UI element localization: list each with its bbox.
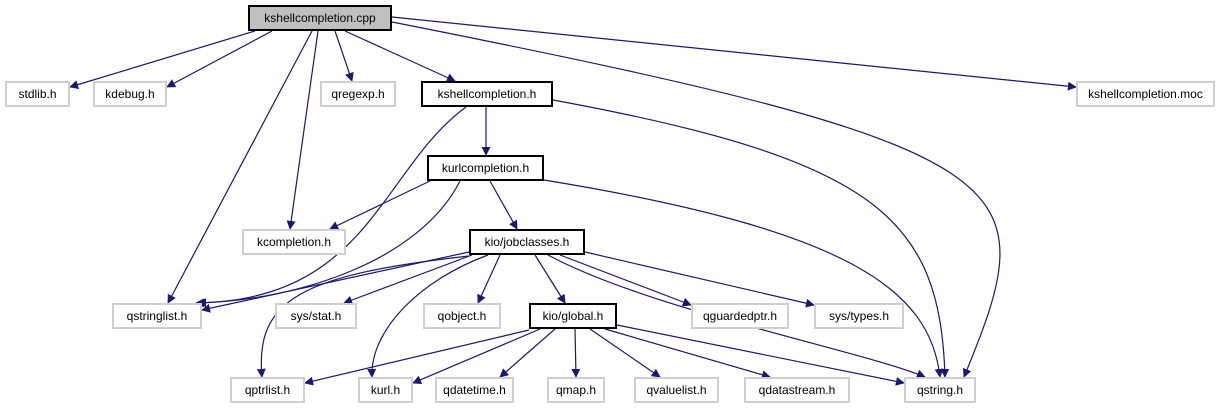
node-kurlcompletion-h[interactable]: kurlcompletion.h (427, 155, 544, 181)
node-kshellcompletion-moc: kshellcompletion.moc (1076, 81, 1215, 107)
node-sys-types-h: sys/types.h (814, 303, 904, 329)
node-qstring-h: qstring.h (904, 377, 976, 403)
node-kurl-h: kurl.h (358, 377, 413, 403)
edge-kurlcomp-to-jobclasses (489, 180, 518, 230)
edge-kioglobal-to-qmap (571, 328, 581, 378)
edge-root-to-qregexp (334, 30, 354, 82)
edge-kurlcomp-to-qstring (543, 179, 944, 378)
node-qptrlist-h: qptrlist.h (230, 377, 305, 403)
edge-jobclasses-to-qguarded (559, 254, 692, 307)
node-qvaluelist-h: qvaluelist.h (634, 377, 719, 403)
edge-jobclasses-to-qptrlist (256, 255, 470, 378)
edge-jobclasses-to-qobject (477, 254, 501, 304)
edge-root-to-moc (391, 16, 1077, 91)
edge-kioglobal-to-qdatetime (499, 328, 556, 378)
node-qstringlist-h: qstringlist.h (112, 303, 202, 329)
edge-kioglobal-to-qptrlist (304, 329, 530, 386)
edge-root-to-kcomp (286, 30, 319, 230)
node-sys-stat-h: sys/stat.h (275, 303, 357, 329)
edge-root-to-kdebug (166, 30, 273, 88)
node-qmap-h: qmap.h (547, 377, 605, 403)
edge-root-to-qstringlist (167, 30, 313, 304)
edge-kioglobal-to-qvaluelist (589, 328, 661, 378)
edge-kurlcomp-to-qstringlist (197, 180, 461, 308)
edge-kshellh-to-qstring (552, 99, 950, 378)
node-kcompletion-h: kcompletion.h (242, 229, 346, 255)
edge-jobclasses-to-kurl (367, 254, 489, 378)
node-qregexp-h: qregexp.h (320, 81, 396, 107)
node-kio-jobclasses-h[interactable]: kio/jobclasses.h (469, 229, 585, 255)
edge-jobclasses-to-sysstat (343, 254, 473, 305)
node-qdatetime-h: qdatetime.h (435, 377, 514, 403)
edge-jobclasses-to-kioglobal (534, 254, 566, 304)
node-qdatastream-h: qdatastream.h (744, 377, 850, 403)
edge-kurlcomp-to-kcomp (329, 180, 431, 230)
edge-kioglobal-to-qstring (616, 324, 905, 386)
edge-kshellh-to-qstringlist (195, 106, 467, 308)
node-kdebug-h: kdebug.h (93, 81, 167, 107)
node-stdlib-h: stdlib.h (5, 81, 70, 107)
edge-root-to-stdlib (69, 30, 256, 89)
edge-root-to-kshellh (344, 30, 456, 82)
edge-kioglobal-to-qdatastream (604, 328, 771, 380)
node-qobject-h: qobject.h (423, 303, 501, 329)
edge-kioglobal-to-kurl (412, 328, 541, 384)
node-kio-global-h[interactable]: kio/global.h (529, 303, 617, 329)
node-qguardedptr-h: qguardedptr.h (691, 303, 789, 329)
edge-root-to-qstring (391, 21, 1001, 378)
edge-jobclasses-to-systypes (584, 251, 815, 308)
node-kshellcompletion-cpp: kshellcompletion.cpp (248, 5, 392, 31)
node-kshellcompletion-h[interactable]: kshellcompletion.h (421, 81, 553, 107)
